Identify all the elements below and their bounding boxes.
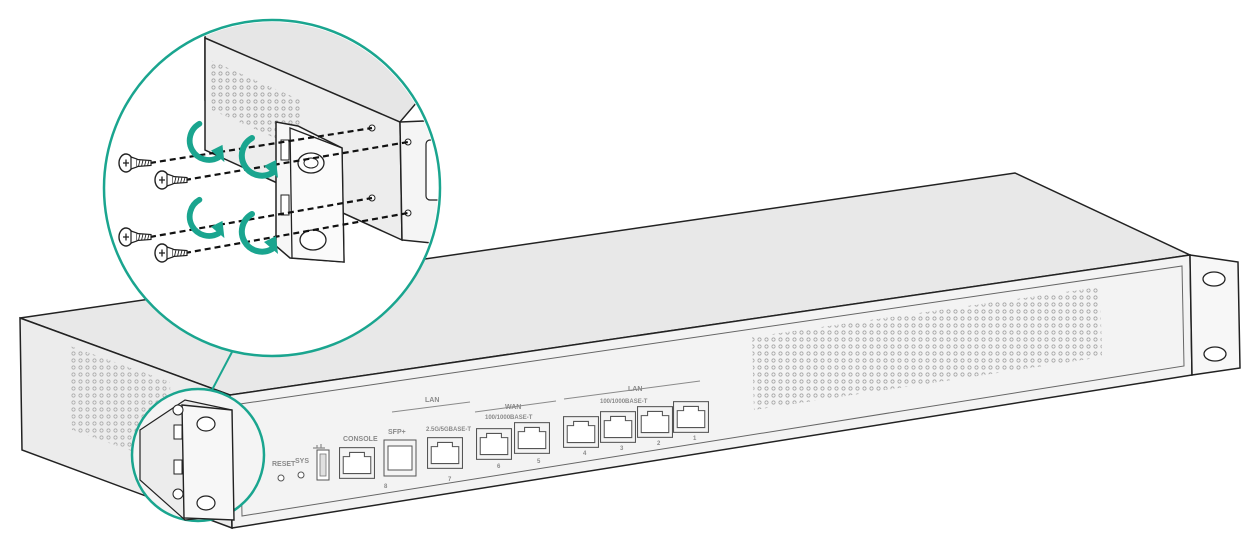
wan-port-6[interactable] xyxy=(476,428,512,460)
wan-speed-label: 100/1000BASE-T xyxy=(485,415,533,421)
port-number-8: 8 xyxy=(384,484,388,490)
lan-speed-label: 100/1000BASE-T xyxy=(600,399,648,405)
lan-port-2[interactable] xyxy=(637,406,673,438)
sys-led xyxy=(297,471,305,479)
reset-button[interactable] xyxy=(277,474,285,482)
console-port[interactable] xyxy=(339,447,375,479)
lan-group-label-small: LAN xyxy=(425,397,439,404)
lan-port-7[interactable] xyxy=(427,437,463,469)
sfp-label: SFP+ xyxy=(388,429,406,436)
front-vent-grille xyxy=(752,287,1102,410)
port-number-4: 4 xyxy=(583,451,587,457)
port-number-3: 3 xyxy=(620,446,624,452)
usb-icon xyxy=(313,444,325,449)
lan-port-1[interactable] xyxy=(673,401,709,433)
port-number-6: 6 xyxy=(497,464,501,470)
port-number-1: 1 xyxy=(693,436,697,442)
console-label: CONSOLE xyxy=(343,436,378,443)
port-number-5: 5 xyxy=(537,459,541,465)
port-2500-label: 2.5G/5GBASE-T xyxy=(426,427,471,433)
port-number-7: 7 xyxy=(448,477,452,483)
lan-port-4[interactable] xyxy=(563,416,599,448)
wan-label: WAN xyxy=(505,404,521,411)
lan-group-label: LAN xyxy=(628,386,642,393)
left-ear-detail-circle xyxy=(130,387,266,523)
sys-label: SYS xyxy=(295,458,309,465)
reset-label: RESET xyxy=(272,461,296,468)
callout-connector-line xyxy=(211,351,233,391)
port-number-2: 2 xyxy=(657,441,661,447)
lan-port-3[interactable] xyxy=(600,411,636,443)
right-mounting-ear xyxy=(1189,254,1241,376)
wan-port-5[interactable] xyxy=(514,422,550,454)
